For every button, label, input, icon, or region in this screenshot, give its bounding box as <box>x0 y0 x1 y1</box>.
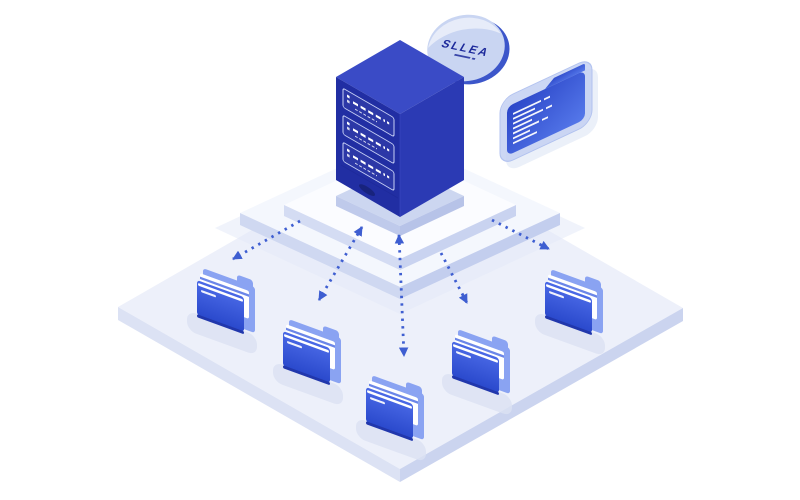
rack-unit-1 <box>342 88 395 137</box>
arrow-to-folder-3 <box>394 234 409 357</box>
arrow-to-folder-5 <box>491 218 550 251</box>
rack-unit-2 <box>342 115 395 164</box>
server-vent <box>359 184 375 196</box>
floor-side-right <box>400 308 683 482</box>
server-tower-icon <box>336 40 464 217</box>
data-disc-icon: SLLEA <box>427 14 510 85</box>
distribution-arrows <box>232 218 550 357</box>
arrow-to-folder-1 <box>232 219 301 261</box>
disc-sub-dot <box>471 57 476 60</box>
disc-sub-dash <box>454 53 471 59</box>
server-rack-panels <box>341 88 398 199</box>
floor-side-left <box>118 307 400 482</box>
card-text-lines <box>513 95 552 145</box>
card-folder-tab <box>545 64 585 90</box>
folder-document-icon <box>499 61 598 169</box>
rack-unit-3 <box>342 142 395 191</box>
card-folder-body <box>507 72 585 154</box>
disc-highlight <box>428 17 501 48</box>
server-right-face <box>400 77 464 217</box>
server-seam-line <box>341 164 398 199</box>
arrow-to-folder-2 <box>317 226 364 301</box>
arrow-to-folder-4 <box>439 252 469 304</box>
